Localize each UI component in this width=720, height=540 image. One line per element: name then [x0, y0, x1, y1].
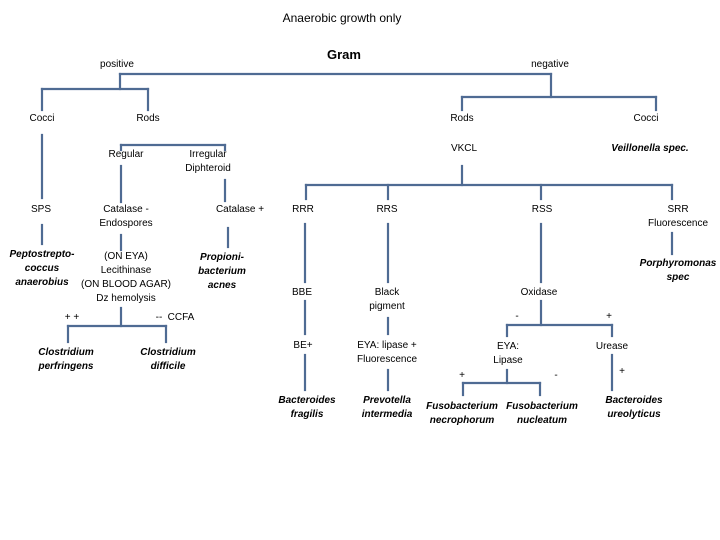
ccfa-label: CCFA: [167, 312, 195, 323]
vkcl-node: VKCL: [450, 143, 478, 154]
veillonella-node: Veillonella spec.: [611, 143, 689, 154]
urease-node: Urease: [595, 341, 629, 352]
rrs-node: RRS: [376, 204, 398, 215]
rss-node: RSS: [531, 204, 553, 215]
bbe-node: BBE: [291, 287, 313, 298]
catalase-positive-node: Catalase +: [215, 204, 265, 215]
lipase-negative-label: -: [554, 370, 558, 381]
sps-node: SPS: [30, 204, 52, 215]
urease-positive-label: +: [619, 366, 625, 377]
neg-rods: Rods: [450, 113, 474, 124]
minus-minus-label: --: [155, 312, 163, 323]
regular-node: Regular: [108, 149, 144, 160]
neg-cocci: Cocci: [633, 113, 659, 124]
oxidase-positive-label: +: [606, 311, 612, 322]
gram-positive-label: positive: [100, 59, 134, 70]
page-title: Anaerobic growth only: [282, 11, 402, 25]
oxidase-negative-label: -: [515, 311, 519, 322]
pos-cocci: Cocci: [29, 113, 55, 124]
pos-rods: Rods: [136, 113, 160, 124]
lipase-positive-label: +: [459, 370, 465, 381]
oxidase-node: Oxidase: [520, 287, 558, 298]
rrr-node: RRR: [292, 204, 314, 215]
plus-plus-label: + +: [64, 312, 80, 323]
on-eya-node: (ON EYA)Lecithinase(ON BLOOD AGAR)Dz hem…: [80, 251, 172, 304]
eya-lipase-fluorescence-node: EYA: lipase +Fluorescence: [356, 340, 418, 365]
gram-root: Gram: [327, 47, 361, 62]
gram-negative-label: negative: [531, 59, 569, 70]
catalase-negative-node: Catalase -Endospores: [99, 204, 153, 229]
be-plus-node: BE+: [293, 340, 313, 351]
eya-lipase-node: EYA:Lipase: [493, 341, 523, 366]
